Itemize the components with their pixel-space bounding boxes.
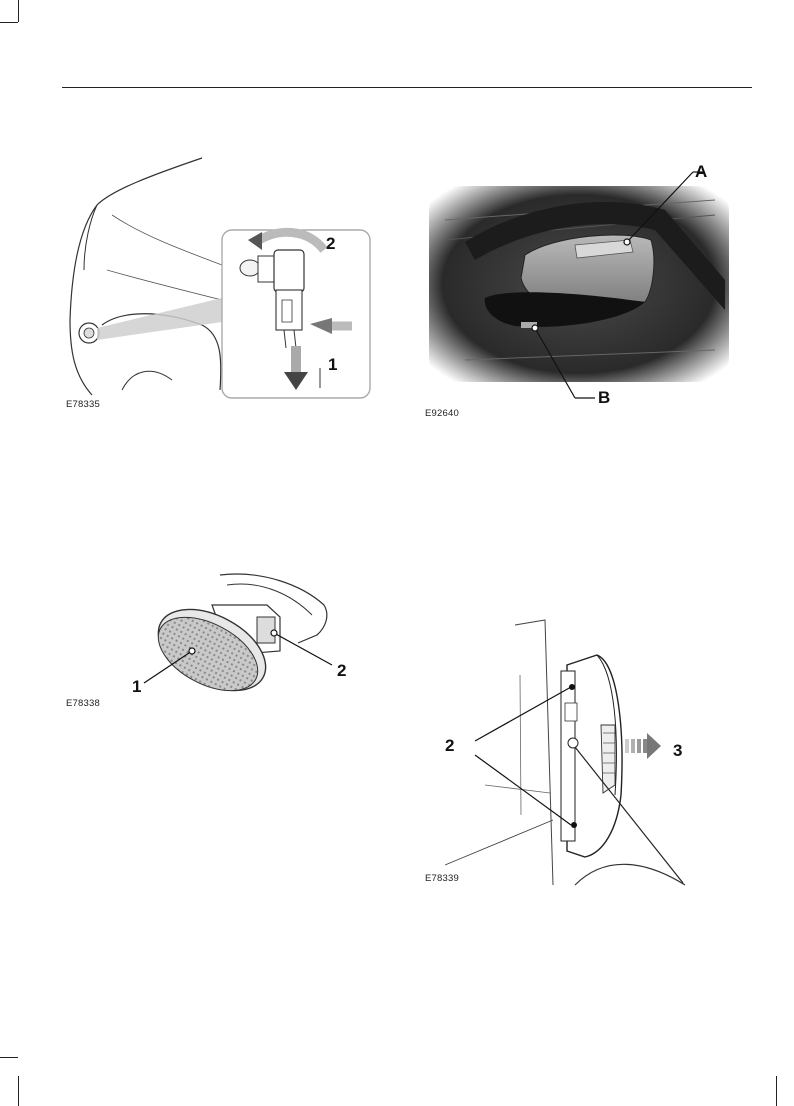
figure-code: E78338 [66,698,100,709]
figure-code: E78335 [66,399,100,410]
side-repeater-illustration [62,565,362,715]
callout-A: A [695,162,707,182]
mirror-photo-illustration [425,160,745,425]
headlamp-bulb-illustration [62,150,382,420]
callout-2: 2 [337,661,346,681]
callout-2: 2 [326,234,335,254]
callout-B: B [598,388,610,408]
crop-mark [18,1076,19,1106]
figure-side-repeater: 1 2 E78338 [62,565,362,715]
callout-2: 2 [445,736,454,756]
rear-lamp-illustration [425,615,745,890]
figure-code: E78339 [425,873,459,884]
crop-mark [0,22,18,23]
figure-code: E92640 [425,408,459,419]
crop-mark [776,1076,777,1106]
header-rule [62,87,752,88]
callout-3: 3 [673,741,682,761]
figure-mirror-indicator: A B E92640 [425,160,745,425]
figure-rear-lamp: 2 3 E78339 [425,615,745,890]
callout-1: 1 [328,355,337,375]
figure-headlamp-bulb: 2 1 E78335 [62,150,382,420]
crop-mark [0,1057,18,1058]
callout-1: 1 [132,677,141,697]
crop-mark [18,0,19,22]
